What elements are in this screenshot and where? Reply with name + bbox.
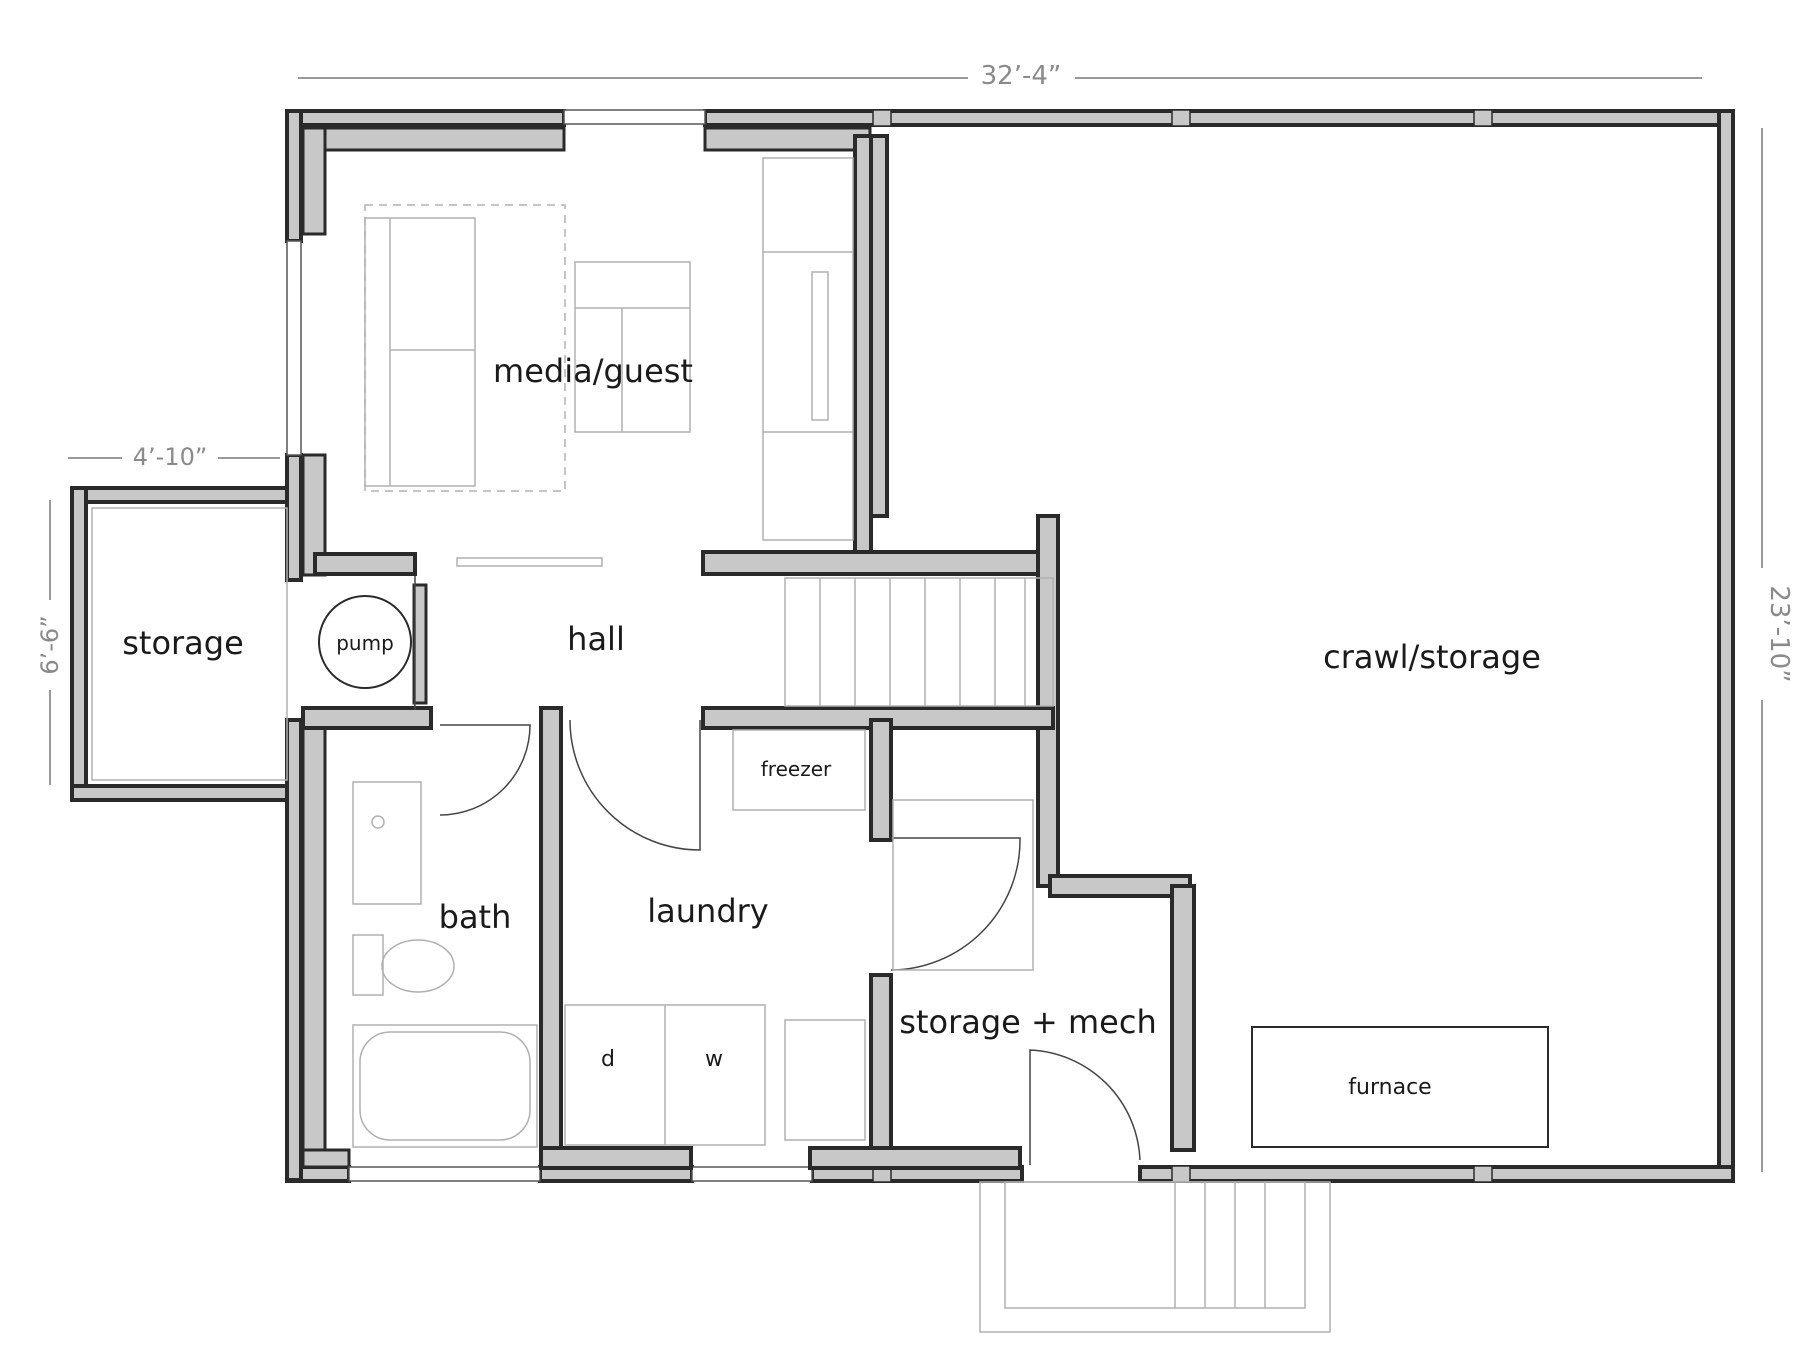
window-laundry-bottom — [691, 1166, 813, 1182]
room-label-freezer: freezer — [761, 757, 832, 781]
laundry-fixtures — [564, 729, 1034, 1146]
room-label-laundry: laundry — [647, 892, 768, 930]
label-washer: w — [705, 1047, 723, 1072]
wall-crawl-step-lower — [1170, 884, 1196, 1152]
sofa — [364, 217, 476, 487]
media-furniture — [364, 157, 854, 541]
window-bath-bottom — [348, 1166, 541, 1182]
freezer-box — [732, 729, 866, 811]
wall-top-right — [703, 109, 1733, 127]
windows — [286, 109, 813, 1182]
bath-door-swing — [439, 724, 531, 816]
wall-right — [1717, 109, 1735, 1183]
rug — [364, 204, 566, 492]
pump-circle — [318, 595, 412, 689]
post-3 — [1473, 109, 1493, 127]
post-2 — [1171, 109, 1191, 127]
bathtub — [352, 1024, 538, 1148]
wall-media-hall-left — [313, 552, 417, 576]
liner-top — [301, 126, 566, 152]
storage-shelf — [892, 799, 1034, 971]
post-1 — [872, 109, 892, 127]
stair-run — [784, 577, 1054, 707]
wall-left-lower — [285, 718, 303, 1182]
liner-left-top — [301, 126, 327, 236]
media-cabinet — [762, 157, 854, 541]
wall-crawl-left-upper — [869, 134, 889, 518]
room-label-pump: pump — [336, 631, 394, 655]
exterior-stair-inner — [1004, 1181, 1306, 1309]
annex-inner-outline — [91, 507, 288, 781]
sink-tap — [371, 815, 385, 829]
room-label-hall: hall — [567, 620, 625, 658]
storage-door-swing — [890, 837, 1021, 971]
wall-laundry-storage-upper — [869, 718, 893, 842]
storage-width-label: 4’-10” — [133, 443, 208, 471]
toilet-bowl — [381, 939, 455, 993]
wall-media-right — [853, 134, 873, 558]
vanity — [352, 781, 422, 905]
room-label-crawl-storage: crawl/storage — [1323, 638, 1541, 676]
posts — [872, 109, 1493, 1183]
doors — [414, 557, 1141, 1165]
post-5 — [1473, 1165, 1493, 1183]
room-label-bath: bath — [439, 898, 512, 936]
liner-bottom-left — [301, 1148, 351, 1169]
wall-top-left — [285, 109, 566, 127]
annex-left-wall — [70, 486, 88, 802]
wall-laundry-bottom — [539, 1146, 693, 1170]
storage-annex — [70, 486, 289, 802]
room-label-storage: storage — [122, 624, 244, 662]
overall-depth-label: 23’-10” — [1764, 585, 1794, 682]
wall-left-mid — [285, 453, 303, 582]
pocket-door — [456, 557, 603, 567]
wall-bottom-4 — [1138, 1165, 1735, 1183]
interior-walls — [301, 134, 1196, 1170]
wall-storage-bottom — [808, 1146, 1022, 1170]
wall-crawl-step-upper — [1036, 514, 1060, 888]
room-label-storage-mech: storage + mech — [899, 1003, 1156, 1041]
post-4 — [1171, 1165, 1191, 1183]
stairs — [784, 577, 1331, 1333]
wall-crawl-step-mid — [1048, 874, 1192, 898]
wall-bath-laundry — [539, 706, 563, 1170]
room-label-media-guest: media/guest — [493, 352, 693, 390]
wall-media-hall-right — [701, 550, 1055, 576]
exterior-stair — [979, 1181, 1331, 1333]
annex-bottom-wall — [70, 784, 289, 802]
wall-hall-bath — [301, 706, 433, 730]
dimension-lines: 32’-4” 23’-10” 4’-10” 6’-6” — [36, 61, 1794, 1172]
label-furnace: furnace — [1348, 1075, 1431, 1100]
liner-left-bottom — [301, 710, 327, 1169]
window-media-left — [286, 240, 302, 456]
exterior-door-swing — [1029, 1049, 1141, 1165]
liner-top-2 — [703, 126, 872, 152]
laundry-door-swing — [569, 719, 701, 851]
bath-fixtures — [352, 781, 538, 1148]
furnace-box — [1251, 1026, 1549, 1148]
bathtub-basin — [359, 1031, 531, 1141]
storage-depth-label: 6’-6” — [36, 615, 64, 674]
tv — [811, 271, 829, 421]
window-media-top — [563, 109, 706, 125]
wall-pump-closet — [412, 583, 428, 705]
coffee-table — [574, 261, 691, 433]
wall-left-upper — [285, 109, 303, 243]
utility-sink — [784, 1019, 866, 1141]
room-labels: media/guest hall pump storage crawl/stor… — [122, 352, 1541, 1100]
label-dryer: d — [601, 1047, 615, 1072]
toilet-tank — [352, 934, 384, 996]
wall-laundry-storage-lower — [869, 973, 893, 1169]
annex-top-wall — [70, 486, 289, 504]
overall-width-label: 32’-4” — [981, 61, 1062, 91]
